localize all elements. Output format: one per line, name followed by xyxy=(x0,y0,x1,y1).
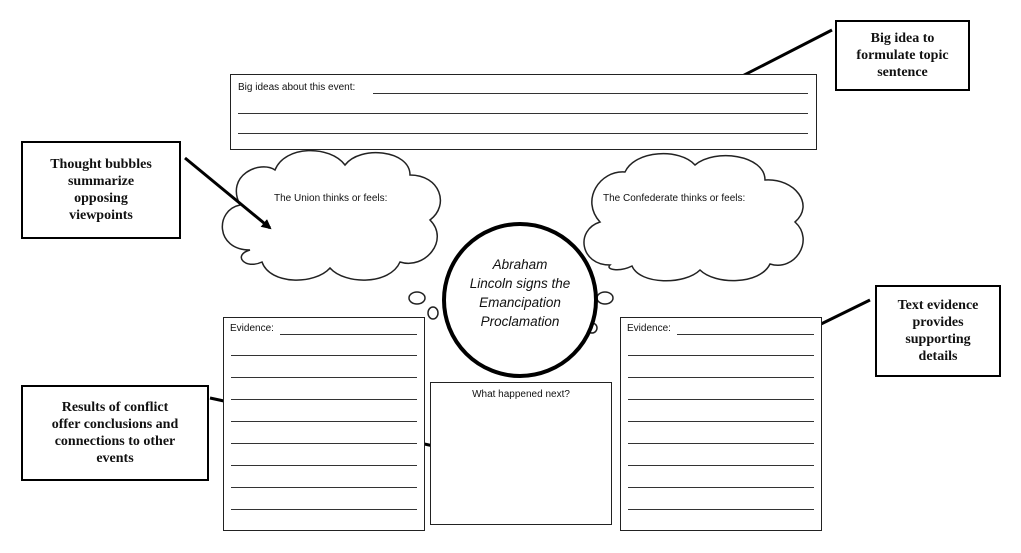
callout-evidence-line-3: supporting xyxy=(905,332,971,347)
evidence-line xyxy=(628,355,814,356)
event-circle xyxy=(442,222,598,378)
what-happened-next-label: What happened next? xyxy=(472,389,570,400)
center-line-4: Proclamation xyxy=(480,314,560,329)
evidence-line xyxy=(628,443,814,444)
evidence-line xyxy=(231,377,417,378)
callout-text-evidence: Text evidence provides supporting detail… xyxy=(875,285,1001,377)
callout-results-line-3: connections to other xyxy=(54,434,176,449)
callout-results-line-1: Results of conflict xyxy=(61,400,169,415)
big-ideas-label: Big ideas about this event: xyxy=(238,82,356,93)
union-cloud-label: The Union thinks or feels: xyxy=(274,193,388,204)
big-ideas-line-2 xyxy=(238,113,808,114)
callout-thought-bubbles: Thought bubbles summarize opposing viewp… xyxy=(21,141,181,239)
big-ideas-box: Big ideas about this event: xyxy=(230,74,817,150)
evidence-left-line-0 xyxy=(280,334,417,335)
callout-evidence-line-1: Text evidence xyxy=(897,298,979,313)
evidence-box-right: Evidence: xyxy=(620,317,822,531)
callout-evidence-line-4: details xyxy=(918,349,958,364)
callout-thought-line-3: opposing xyxy=(74,191,128,206)
callout-thought-line-4: viewpoints xyxy=(69,208,133,223)
big-ideas-line-1 xyxy=(373,93,808,94)
center-line-1: Abraham xyxy=(492,257,548,272)
callout-results: Results of conflict offer conclusions an… xyxy=(21,385,209,481)
evidence-line xyxy=(231,465,417,466)
evidence-line xyxy=(628,465,814,466)
evidence-line xyxy=(231,509,417,510)
evidence-line xyxy=(231,421,417,422)
evidence-line xyxy=(628,421,814,422)
arrow-to-union-cloud xyxy=(184,156,272,230)
callout-thought-line-2: summarize xyxy=(67,174,135,189)
evidence-box-left: Evidence: xyxy=(223,317,425,531)
center-line-2: Lincoln signs the xyxy=(469,276,571,291)
confederate-thought-cloud xyxy=(583,153,804,334)
evidence-right-label: Evidence: xyxy=(627,323,671,334)
callout-evidence-line-2: provides xyxy=(912,315,964,330)
what-happened-next-box: What happened next? xyxy=(430,382,612,525)
callout-results-line-2: offer conclusions and xyxy=(51,417,179,432)
center-line-3: Emancipation xyxy=(479,295,561,310)
evidence-right-lines xyxy=(628,318,814,530)
evidence-line xyxy=(231,355,417,356)
callout-big-idea-line-1: Big idea to xyxy=(870,31,935,46)
evidence-left-lines xyxy=(231,318,417,530)
evidence-line xyxy=(231,443,417,444)
evidence-right-line-0 xyxy=(677,334,814,335)
evidence-line xyxy=(231,399,417,400)
evidence-line xyxy=(628,399,814,400)
union-thought-cloud xyxy=(221,149,441,320)
evidence-line xyxy=(231,487,417,488)
callout-big-idea-line-2: formulate topic xyxy=(856,48,949,63)
confederate-cloud-label: The Confederate thinks or feels: xyxy=(603,193,746,204)
big-ideas-line-3 xyxy=(238,133,808,134)
center-event-text: Abraham Lincoln signs the Emancipation P… xyxy=(455,255,585,331)
evidence-left-label: Evidence: xyxy=(230,323,274,334)
callout-big-idea-line-3: sentence xyxy=(877,65,928,80)
callout-thought-line-1: Thought bubbles xyxy=(50,157,152,172)
evidence-line xyxy=(628,487,814,488)
evidence-line xyxy=(628,509,814,510)
callout-big-idea: Big idea to formulate topic sentence xyxy=(835,20,970,91)
evidence-line xyxy=(628,377,814,378)
callout-results-line-4: events xyxy=(96,451,134,466)
